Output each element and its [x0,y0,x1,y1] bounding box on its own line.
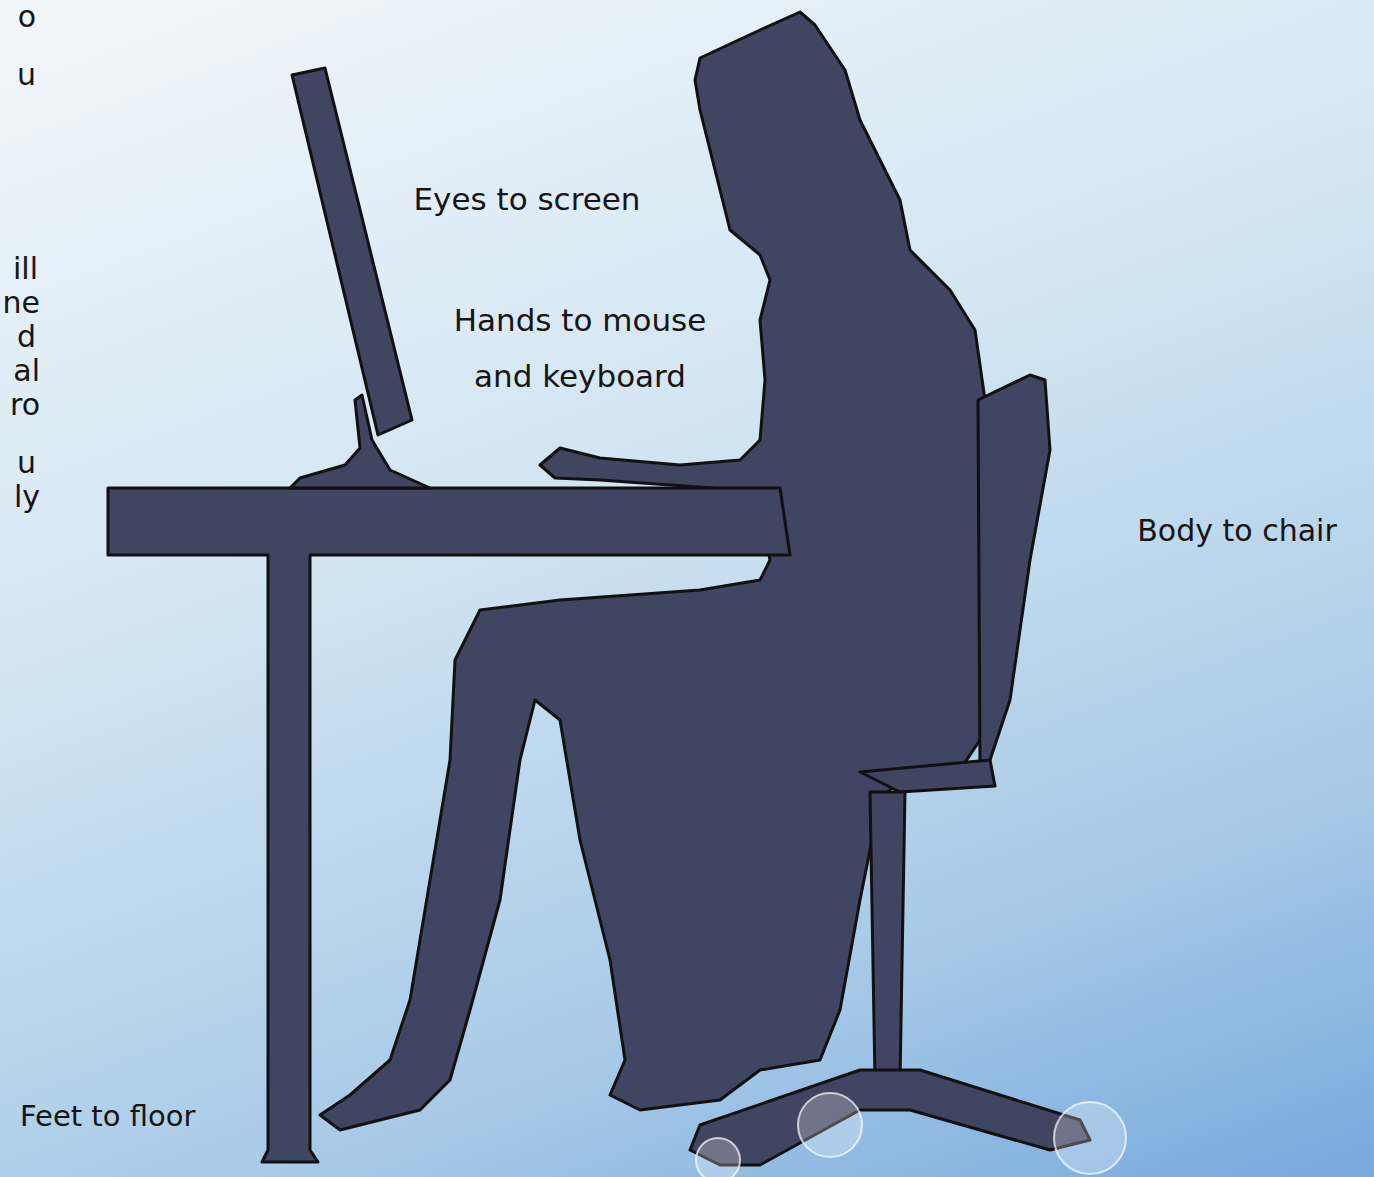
text-fragment: u [17,56,36,94]
chair-base [690,1070,1090,1165]
text-fragment: ro [10,386,40,424]
chair-back [978,375,1050,770]
person-silhouette [320,12,990,1130]
chair-caster [1054,1102,1126,1174]
text-fragment: u [17,444,36,482]
chair-seat [860,760,995,792]
desk [108,488,790,1162]
callout-label: Hands to mouse and keyboard [430,292,730,404]
text-fragment: ly [14,478,40,516]
text-fragment: d [17,318,36,356]
callout-label: Body to chair [1137,512,1336,550]
callout-label: Eyes to screen [413,180,640,219]
callout-label: Feet to floor [20,1098,195,1134]
text-fragment: ne [3,284,40,322]
chair-caster [798,1093,862,1157]
monitor-screen [292,68,412,435]
monitor-stand [290,395,430,488]
text-fragment: al [13,352,40,390]
chair-post [870,792,905,1080]
text-fragment: o [18,0,36,36]
chair-caster [696,1138,740,1177]
text-fragment: ill [13,250,38,288]
